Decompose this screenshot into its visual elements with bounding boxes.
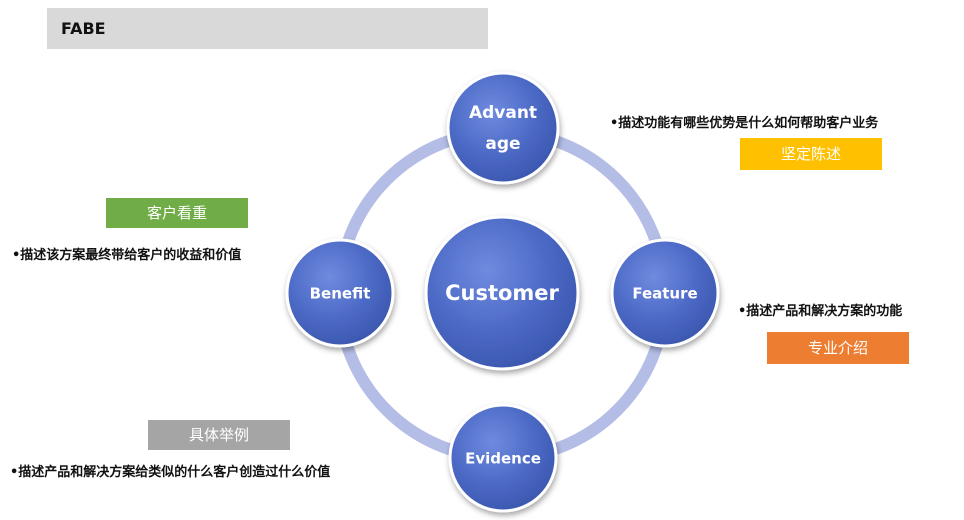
feature-node: Feature <box>610 238 720 348</box>
customer-label: Customer <box>445 281 559 305</box>
benefit-tag: 客户看重 <box>106 198 248 228</box>
evidence-description: •描述产品和解决方案给类似的什么客户创造过什么价值 <box>10 465 331 480</box>
advantage-label-line2: age <box>485 134 520 154</box>
evidence-node: Evidence <box>448 403 558 513</box>
feature-description: •描述产品和解决方案的功能 <box>738 304 903 319</box>
evidence-label: Evidence <box>465 450 541 468</box>
benefit-node: Benefit <box>285 238 395 348</box>
advantage-label-line1: Advant <box>469 103 537 123</box>
advantage-tag: 坚定陈述 <box>740 138 882 170</box>
feature-tag: 专业介绍 <box>767 332 909 364</box>
benefit-description: •描述该方案最终带给客户的收益和价值 <box>12 248 242 263</box>
feature-label: Feature <box>632 285 697 303</box>
advantage-description: •描述功能有哪些优势是什么如何帮助客户业务 <box>610 116 879 131</box>
benefit-label: Benefit <box>310 285 371 303</box>
advantage-node: Advant age <box>446 71 560 185</box>
evidence-tag: 具体举例 <box>148 420 290 450</box>
customer-node: Customer <box>424 215 580 371</box>
page-title: FABE <box>47 8 488 49</box>
